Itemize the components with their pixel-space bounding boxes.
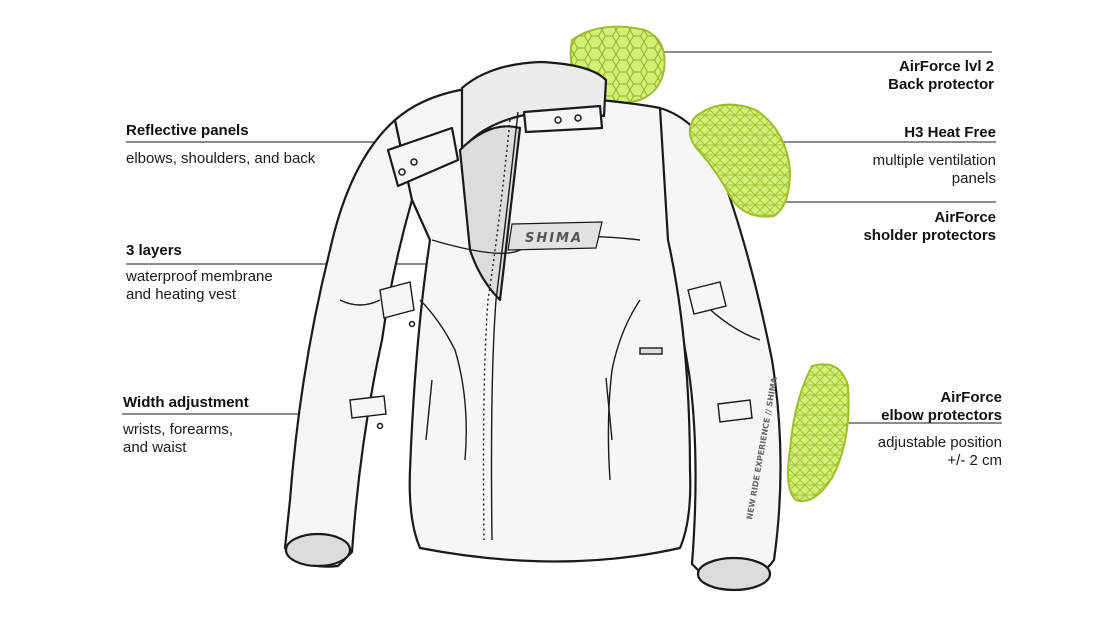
callout-description: adjustable position +/- 2 cm xyxy=(877,434,1002,469)
jacket-details xyxy=(339,111,761,541)
chest-logo-text: SHIMA xyxy=(525,231,583,246)
jacket-body xyxy=(283,60,782,592)
callout-reflective-panels: Reflective panels elbows, shoulders, and… xyxy=(126,122,315,168)
callout-title: 3 layers xyxy=(126,242,182,259)
callout-title: Width adjustment xyxy=(123,394,249,411)
callout-width-adjustment: Width adjustment wrists, forearms, and w… xyxy=(123,394,249,457)
callout-title: AirForce lvl 2 Back protector xyxy=(888,58,994,93)
callout-elbow-protectors: AirForce elbow protectors adjustable pos… xyxy=(878,389,1002,470)
callout-title: AirForce sholder protectors xyxy=(863,209,996,244)
elbow-protector-shape xyxy=(787,363,850,502)
callout-description: elbows, shoulders, and back xyxy=(126,150,316,167)
shoulder-protector-shape xyxy=(688,103,792,218)
callout-description: wrists, forearms, and waist xyxy=(123,421,234,456)
callout-description: multiple ventilation panels xyxy=(872,152,996,187)
chest-logo: SHIMA xyxy=(507,221,603,251)
callout-h3-heat-free: H3 Heat Free multiple ventilation panels xyxy=(873,124,996,188)
callout-description: waterproof membrane and heating vest xyxy=(126,268,273,303)
callout-shoulder-protectors: AirForce sholder protectors xyxy=(863,209,996,245)
callout-title: H3 Heat Free xyxy=(904,124,996,141)
callout-title: Reflective panels xyxy=(126,122,249,139)
callout-back-protector: AirForce lvl 2 Back protector xyxy=(888,58,994,94)
snap-buttons xyxy=(376,114,582,430)
callout-title: AirForce elbow protectors xyxy=(881,389,1002,424)
callout-3-layers: 3 layers waterproof membrane and heating… xyxy=(126,242,273,304)
